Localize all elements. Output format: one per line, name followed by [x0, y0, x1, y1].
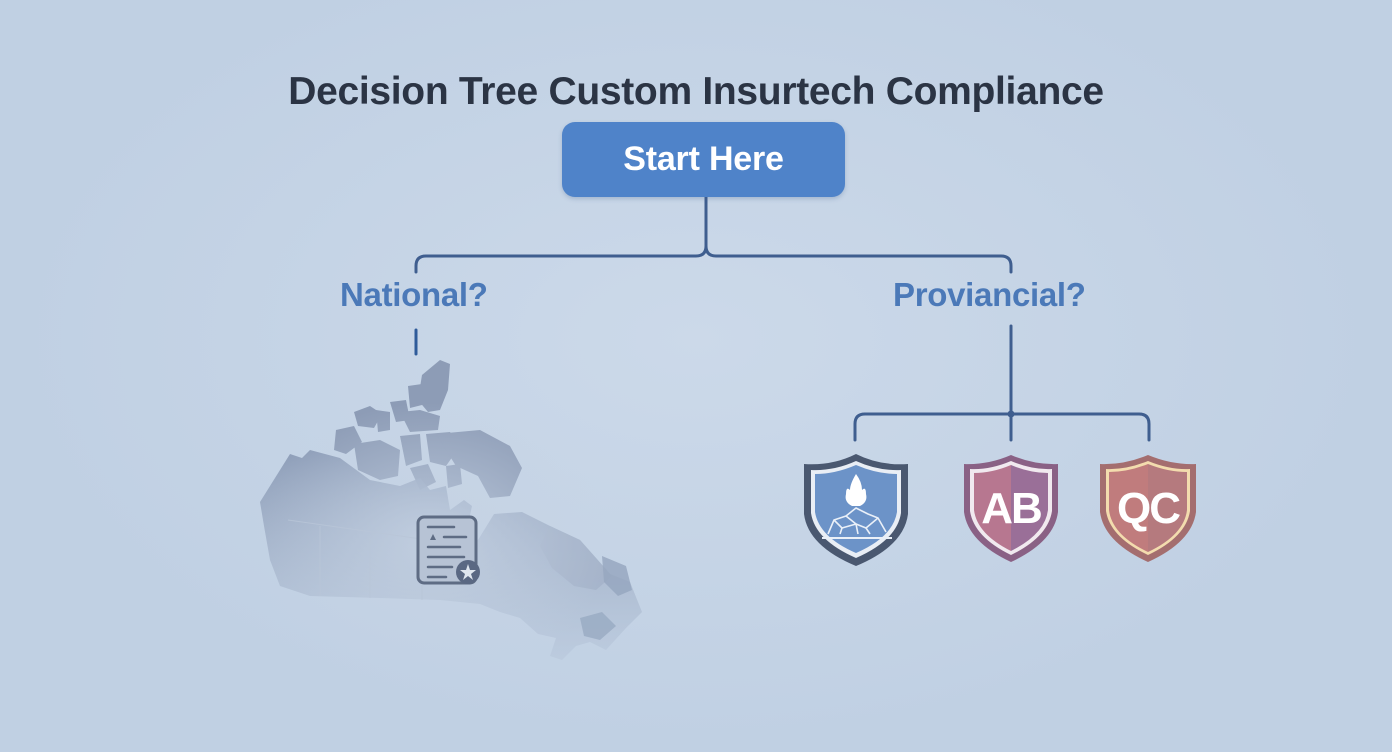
branch-national-label[interactable]: National? — [340, 276, 488, 313]
canada-map-icon — [250, 350, 650, 660]
qc-shield-icon[interactable]: QC — [1096, 452, 1200, 564]
ab-shield-label: AB — [981, 484, 1043, 533]
ab-shield-icon[interactable]: AB — [960, 452, 1062, 564]
certificate-document-icon — [416, 515, 482, 587]
start-here-node[interactable]: Start Here — [562, 122, 845, 197]
flame-rocks-shield-icon[interactable] — [800, 450, 912, 570]
branch-provincial-label[interactable]: Proviancial? — [893, 276, 1086, 313]
qc-shield-label: QC — [1117, 484, 1181, 533]
diagram-title: Decision Tree Custom Insurtech Complianc… — [288, 70, 1104, 113]
